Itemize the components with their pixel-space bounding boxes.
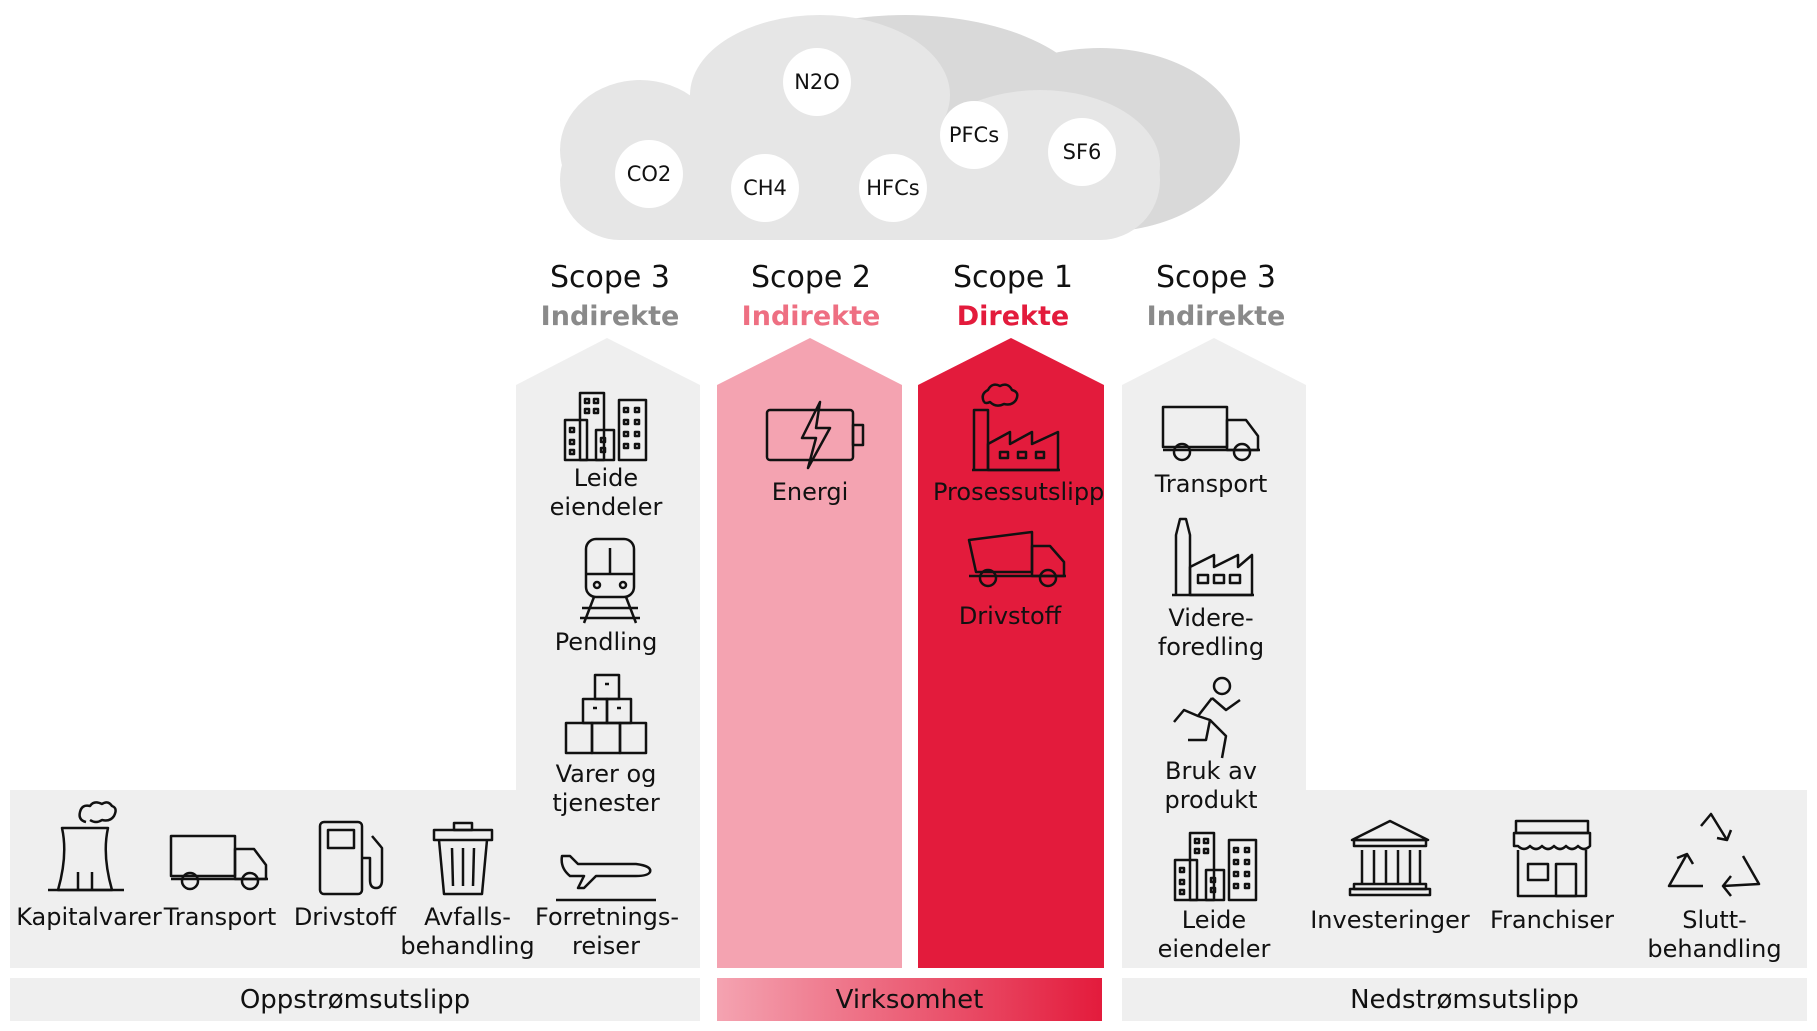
recycle-icon	[1667, 812, 1761, 897]
buildings-icon-down	[1173, 831, 1258, 902]
scope3-down-title: Scope 3	[1155, 260, 1276, 295]
gas-n2o: N2O	[783, 48, 851, 116]
scope2-subtitle: Indirekte	[741, 301, 881, 332]
scope1-arrow	[918, 338, 1104, 968]
factory-smoke-icon	[972, 383, 1060, 472]
company-bar-bg	[717, 978, 1102, 1021]
storefront-icon	[1512, 819, 1592, 898]
scope3-up-title: Scope 3	[549, 260, 670, 295]
runner-icon	[1173, 676, 1241, 759]
gas-pfcs: PFCs	[940, 101, 1008, 169]
label-kapitalvarer: Kapitalvarer	[16, 903, 162, 931]
bank-icon	[1348, 819, 1432, 897]
label-forretningsreiser: Forretnings- reiser	[535, 903, 680, 960]
scope3-upstream-arrow	[516, 338, 700, 968]
cooling-tower-icon	[48, 801, 124, 892]
gas-ch4: CH4	[731, 154, 799, 222]
label-prosessutslipp: Prosessutslipp	[933, 478, 1105, 506]
gas-hfcs: HFCs	[859, 154, 927, 222]
trash-bin-icon	[432, 821, 494, 896]
label-leide-eiendeler-down: Leide eiendeler	[1157, 906, 1271, 963]
factory-icon	[1172, 517, 1254, 597]
downstream-bar: Nedstrømsutslipp	[1350, 984, 1579, 1015]
label-pendling: Pendling	[554, 628, 658, 656]
fuel-pump-icon	[318, 820, 384, 896]
label-drivstoff-up: Drivstoff	[293, 903, 397, 931]
scope1-title: Scope 1	[952, 260, 1073, 295]
label-varer-tjenester: Varer og tjenester	[552, 760, 660, 817]
buildings-icon	[563, 391, 648, 462]
scope3-up-subtitle: Indirekte	[540, 301, 680, 332]
truck-icon-down	[1161, 405, 1260, 462]
company-bar: Virksomhet	[835, 984, 984, 1015]
scope1-subtitle: Direkte	[956, 301, 1070, 332]
scope3-down-subtitle: Indirekte	[1146, 301, 1286, 332]
label-transport-up: Transport	[163, 903, 277, 931]
label-franchiser: Franchiser	[1489, 906, 1615, 934]
label-leide-eiendeler-up: Leide eiendeler	[549, 464, 663, 521]
label-energi: Energi	[771, 478, 849, 506]
label-avfallsbehandling: Avfalls- behandling	[400, 903, 535, 960]
scope3-downstream-arrow	[1122, 338, 1306, 968]
label-investeringer: Investeringer	[1310, 906, 1470, 934]
label-bruk-av-produkt: Bruk av produkt	[1164, 757, 1258, 814]
gas-co2: CO2	[615, 140, 683, 208]
label-sluttbehandling: Slutt- behandling	[1647, 906, 1782, 963]
airplane-icon	[556, 854, 656, 902]
downstream-bar-bg	[1122, 978, 1807, 1021]
label-videreforedling: Videre- foredling	[1157, 604, 1265, 661]
dump-truck-icon	[967, 530, 1066, 588]
battery-icon	[765, 400, 865, 470]
gas-sf6: SF6	[1048, 118, 1116, 186]
upstream-bar: Oppstrømsutslipp	[239, 984, 471, 1015]
truck-icon	[169, 834, 268, 891]
scope2-title: Scope 2	[750, 260, 871, 295]
label-drivstoff-scope1: Drivstoff	[958, 602, 1062, 630]
upstream-bar-bg	[10, 978, 700, 1021]
boxes-icon	[564, 673, 648, 755]
scope2-arrow	[717, 338, 902, 968]
label-transport-down: Transport	[1154, 470, 1268, 498]
train-icon	[580, 537, 640, 624]
